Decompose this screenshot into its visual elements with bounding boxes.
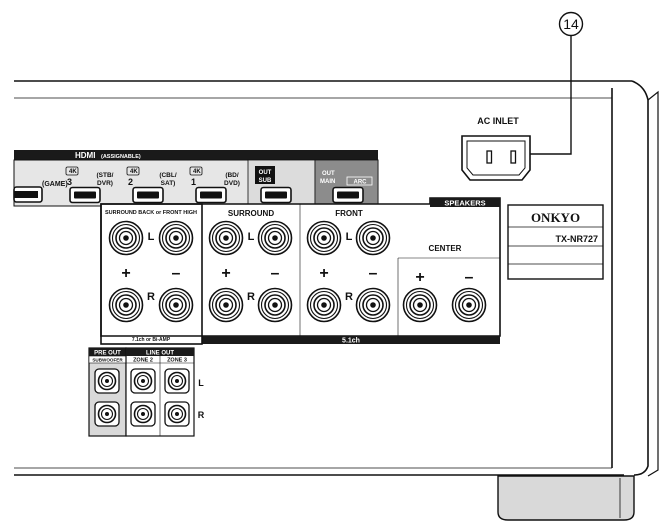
hdmi-badge-2: 4K xyxy=(130,169,138,175)
hdmi-num-3: 3 xyxy=(67,177,72,187)
line-out-l-label: L xyxy=(198,378,204,388)
surround-back-right-plus-terminal[interactable] xyxy=(108,287,144,323)
chassis xyxy=(14,80,659,477)
subwoofer-label: SUBWOOFER xyxy=(92,358,123,363)
zone3-label: ZONE 3 xyxy=(167,358,187,364)
center-label: CENTER xyxy=(429,244,462,253)
hdmi-label-1-line2: DVD) xyxy=(224,180,240,187)
chassis-foot xyxy=(497,475,635,521)
front-left-plus-terminal[interactable] xyxy=(306,220,342,256)
brand-logo: ONKYO xyxy=(531,210,580,225)
front-minus-sign: – xyxy=(369,265,378,282)
hdmi-port-out-sub[interactable] xyxy=(260,186,292,204)
surround-r-label: R xyxy=(247,291,255,303)
surround-back-plus-sign: + xyxy=(121,265,130,282)
hdmi-port-game[interactable] xyxy=(13,186,43,203)
hdmi-num-1: 1 xyxy=(191,177,196,187)
hdmi-port-1[interactable] xyxy=(195,186,227,204)
callout-14: 14 xyxy=(528,11,584,155)
hdmi-badge-1: 4K xyxy=(193,169,201,175)
surround-left-plus-terminal[interactable] xyxy=(208,220,244,256)
hdmi-out-sub-line1: OUT xyxy=(259,170,272,176)
hdmi-section: HDMI (ASSIGNABLE) (GAME) 4K 3 (STB/ DVR)… xyxy=(13,150,379,207)
speakers-section: SPEAKERS 5.1ch 7.1ch or Bi-AMP SURROUND … xyxy=(100,197,501,345)
front-right-minus-terminal[interactable] xyxy=(355,287,391,323)
hdmi-label-3-line1: (STB/ xyxy=(97,172,114,179)
hdmi-out-main-line2: MAIN xyxy=(320,179,335,185)
hdmi-port-3[interactable] xyxy=(69,186,101,204)
line-out-header: LINE OUT xyxy=(146,351,174,357)
front-right-plus-terminal[interactable] xyxy=(306,287,342,323)
surround-back-r-label: R xyxy=(147,291,155,303)
speakers-7-1ch-label: 7.1ch or Bi-AMP xyxy=(132,337,171,343)
center-minus-sign: – xyxy=(465,269,474,286)
surround-back-left-minus-terminal[interactable] xyxy=(158,220,194,256)
surround-back-left-plus-terminal[interactable] xyxy=(108,220,144,256)
nameplate: ONKYO TX-NR727 xyxy=(507,204,604,280)
surround-back-minus-sign: – xyxy=(172,265,181,282)
surround-l-label: L xyxy=(248,231,255,243)
surround-back-right-minus-terminal[interactable] xyxy=(158,287,194,323)
hdmi-port-2[interactable] xyxy=(132,186,164,204)
ac-pin-left xyxy=(486,150,493,164)
hdmi-badge-3: 4K xyxy=(69,169,77,175)
zone2-left-jack[interactable] xyxy=(130,368,156,394)
hdmi-header: HDMI xyxy=(75,151,95,160)
hdmi-out-main-line1: OUT xyxy=(322,171,335,177)
ac-pin-right xyxy=(510,150,517,164)
hdmi-label-1-line1: (BD/ xyxy=(225,172,239,179)
center-plus-sign: + xyxy=(415,269,424,286)
hdmi-arc-label: ARC xyxy=(354,180,368,186)
front-r-label: R xyxy=(345,291,353,303)
speakers-header: SPEAKERS xyxy=(444,199,485,208)
center-minus-terminal[interactable] xyxy=(451,287,487,323)
front-label: FRONT xyxy=(335,209,363,218)
front-left-minus-terminal[interactable] xyxy=(355,220,391,256)
surround-plus-sign: + xyxy=(221,265,230,282)
surround-right-plus-terminal[interactable] xyxy=(208,287,244,323)
zone3-left-jack[interactable] xyxy=(164,368,190,394)
hdmi-port-out-main[interactable] xyxy=(332,186,364,204)
model-number: TX-NR727 xyxy=(555,234,598,244)
surround-left-minus-terminal[interactable] xyxy=(257,220,293,256)
surround-right-minus-terminal[interactable] xyxy=(257,287,293,323)
front-plus-sign: + xyxy=(319,265,328,282)
surround-label: SURROUND xyxy=(228,209,274,218)
ac-inlet-label: AC INLET xyxy=(477,116,519,126)
hdmi-out-sub-line2: SUB xyxy=(259,178,272,184)
preout-section: PRE OUT SUBWOOFER LINE OUT ZONE 2 ZONE 3… xyxy=(88,347,205,437)
center-plus-terminal[interactable] xyxy=(402,287,438,323)
zone2-right-jack[interactable] xyxy=(130,401,156,427)
zone2-label: ZONE 2 xyxy=(133,358,153,364)
surround-back-l-label: L xyxy=(148,231,155,243)
hdmi-label-game: (GAME) xyxy=(42,181,68,188)
hdmi-num-2: 2 xyxy=(128,177,133,187)
callout-number: 14 xyxy=(563,16,579,32)
front-l-label: L xyxy=(346,231,353,243)
speakers-5-1ch-label: 5.1ch xyxy=(342,338,360,345)
hdmi-label-3-line2: DVR) xyxy=(97,180,113,187)
hdmi-label-2-line1: (CBL/ xyxy=(159,172,177,179)
line-out-r-label: R xyxy=(198,410,205,420)
surround-minus-sign: – xyxy=(271,265,280,282)
zone3-right-jack[interactable] xyxy=(164,401,190,427)
subwoofer-jack-bottom[interactable] xyxy=(94,401,120,427)
subwoofer-jack-top[interactable] xyxy=(94,368,120,394)
surround-back-label: SURROUND BACK or FRONT HIGH xyxy=(105,210,197,216)
pre-out-header: PRE OUT xyxy=(94,351,121,357)
ac-inlet[interactable]: AC INLET xyxy=(461,116,531,181)
hdmi-label-2-line2: SAT) xyxy=(161,180,176,187)
hdmi-header-sub: (ASSIGNABLE) xyxy=(101,154,141,160)
